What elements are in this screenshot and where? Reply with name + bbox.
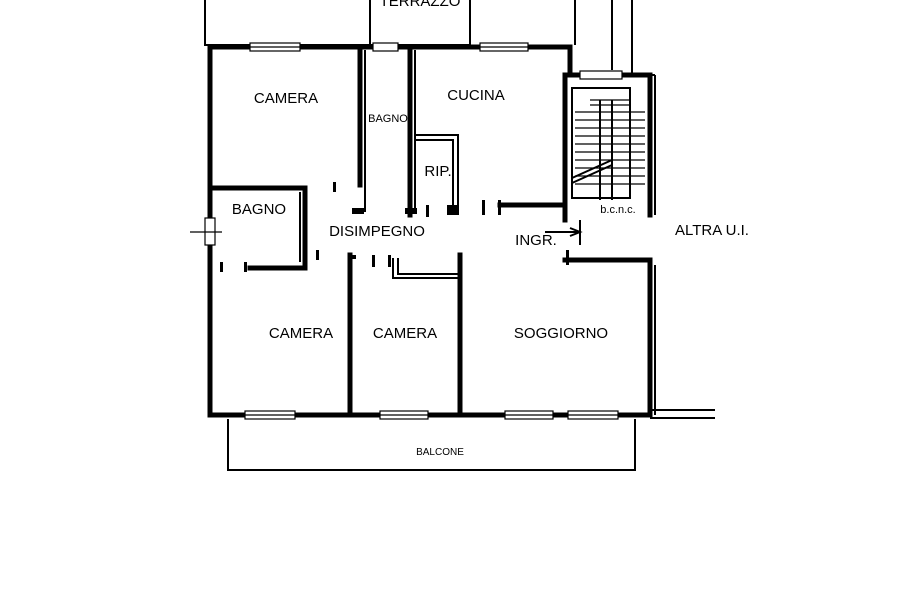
balcone-label: BALCONE (416, 447, 464, 458)
cucina-label: CUCINA (447, 87, 505, 104)
bagno-small-label: BAGNO (368, 113, 408, 125)
ingr-label: INGR. (515, 232, 557, 249)
rip-label: RIP. (424, 163, 451, 180)
interior-walls (210, 44, 568, 415)
door-marks (220, 182, 569, 272)
camera-bottom-mid-label: CAMERA (373, 325, 437, 342)
terrazzo-outline (204, 0, 655, 76)
bagno-left-label: BAGNO (232, 201, 286, 218)
camera-bottom-left-label: CAMERA (269, 325, 333, 342)
windows (190, 42, 623, 420)
terrazzo-label: TERRAZZO (380, 0, 461, 10)
balcone-outline (227, 419, 636, 471)
stairwell (571, 87, 645, 200)
entrance-door (545, 220, 583, 245)
altra-ui-label: ALTRA U.I. (675, 222, 749, 239)
disimpegno-label: DISIMPEGNO (329, 223, 425, 240)
soggiorno-label: SOGGIORNO (514, 325, 608, 342)
bcnc-label: b.c.n.c. (600, 204, 635, 216)
camera-top-label: CAMERA (254, 90, 318, 107)
